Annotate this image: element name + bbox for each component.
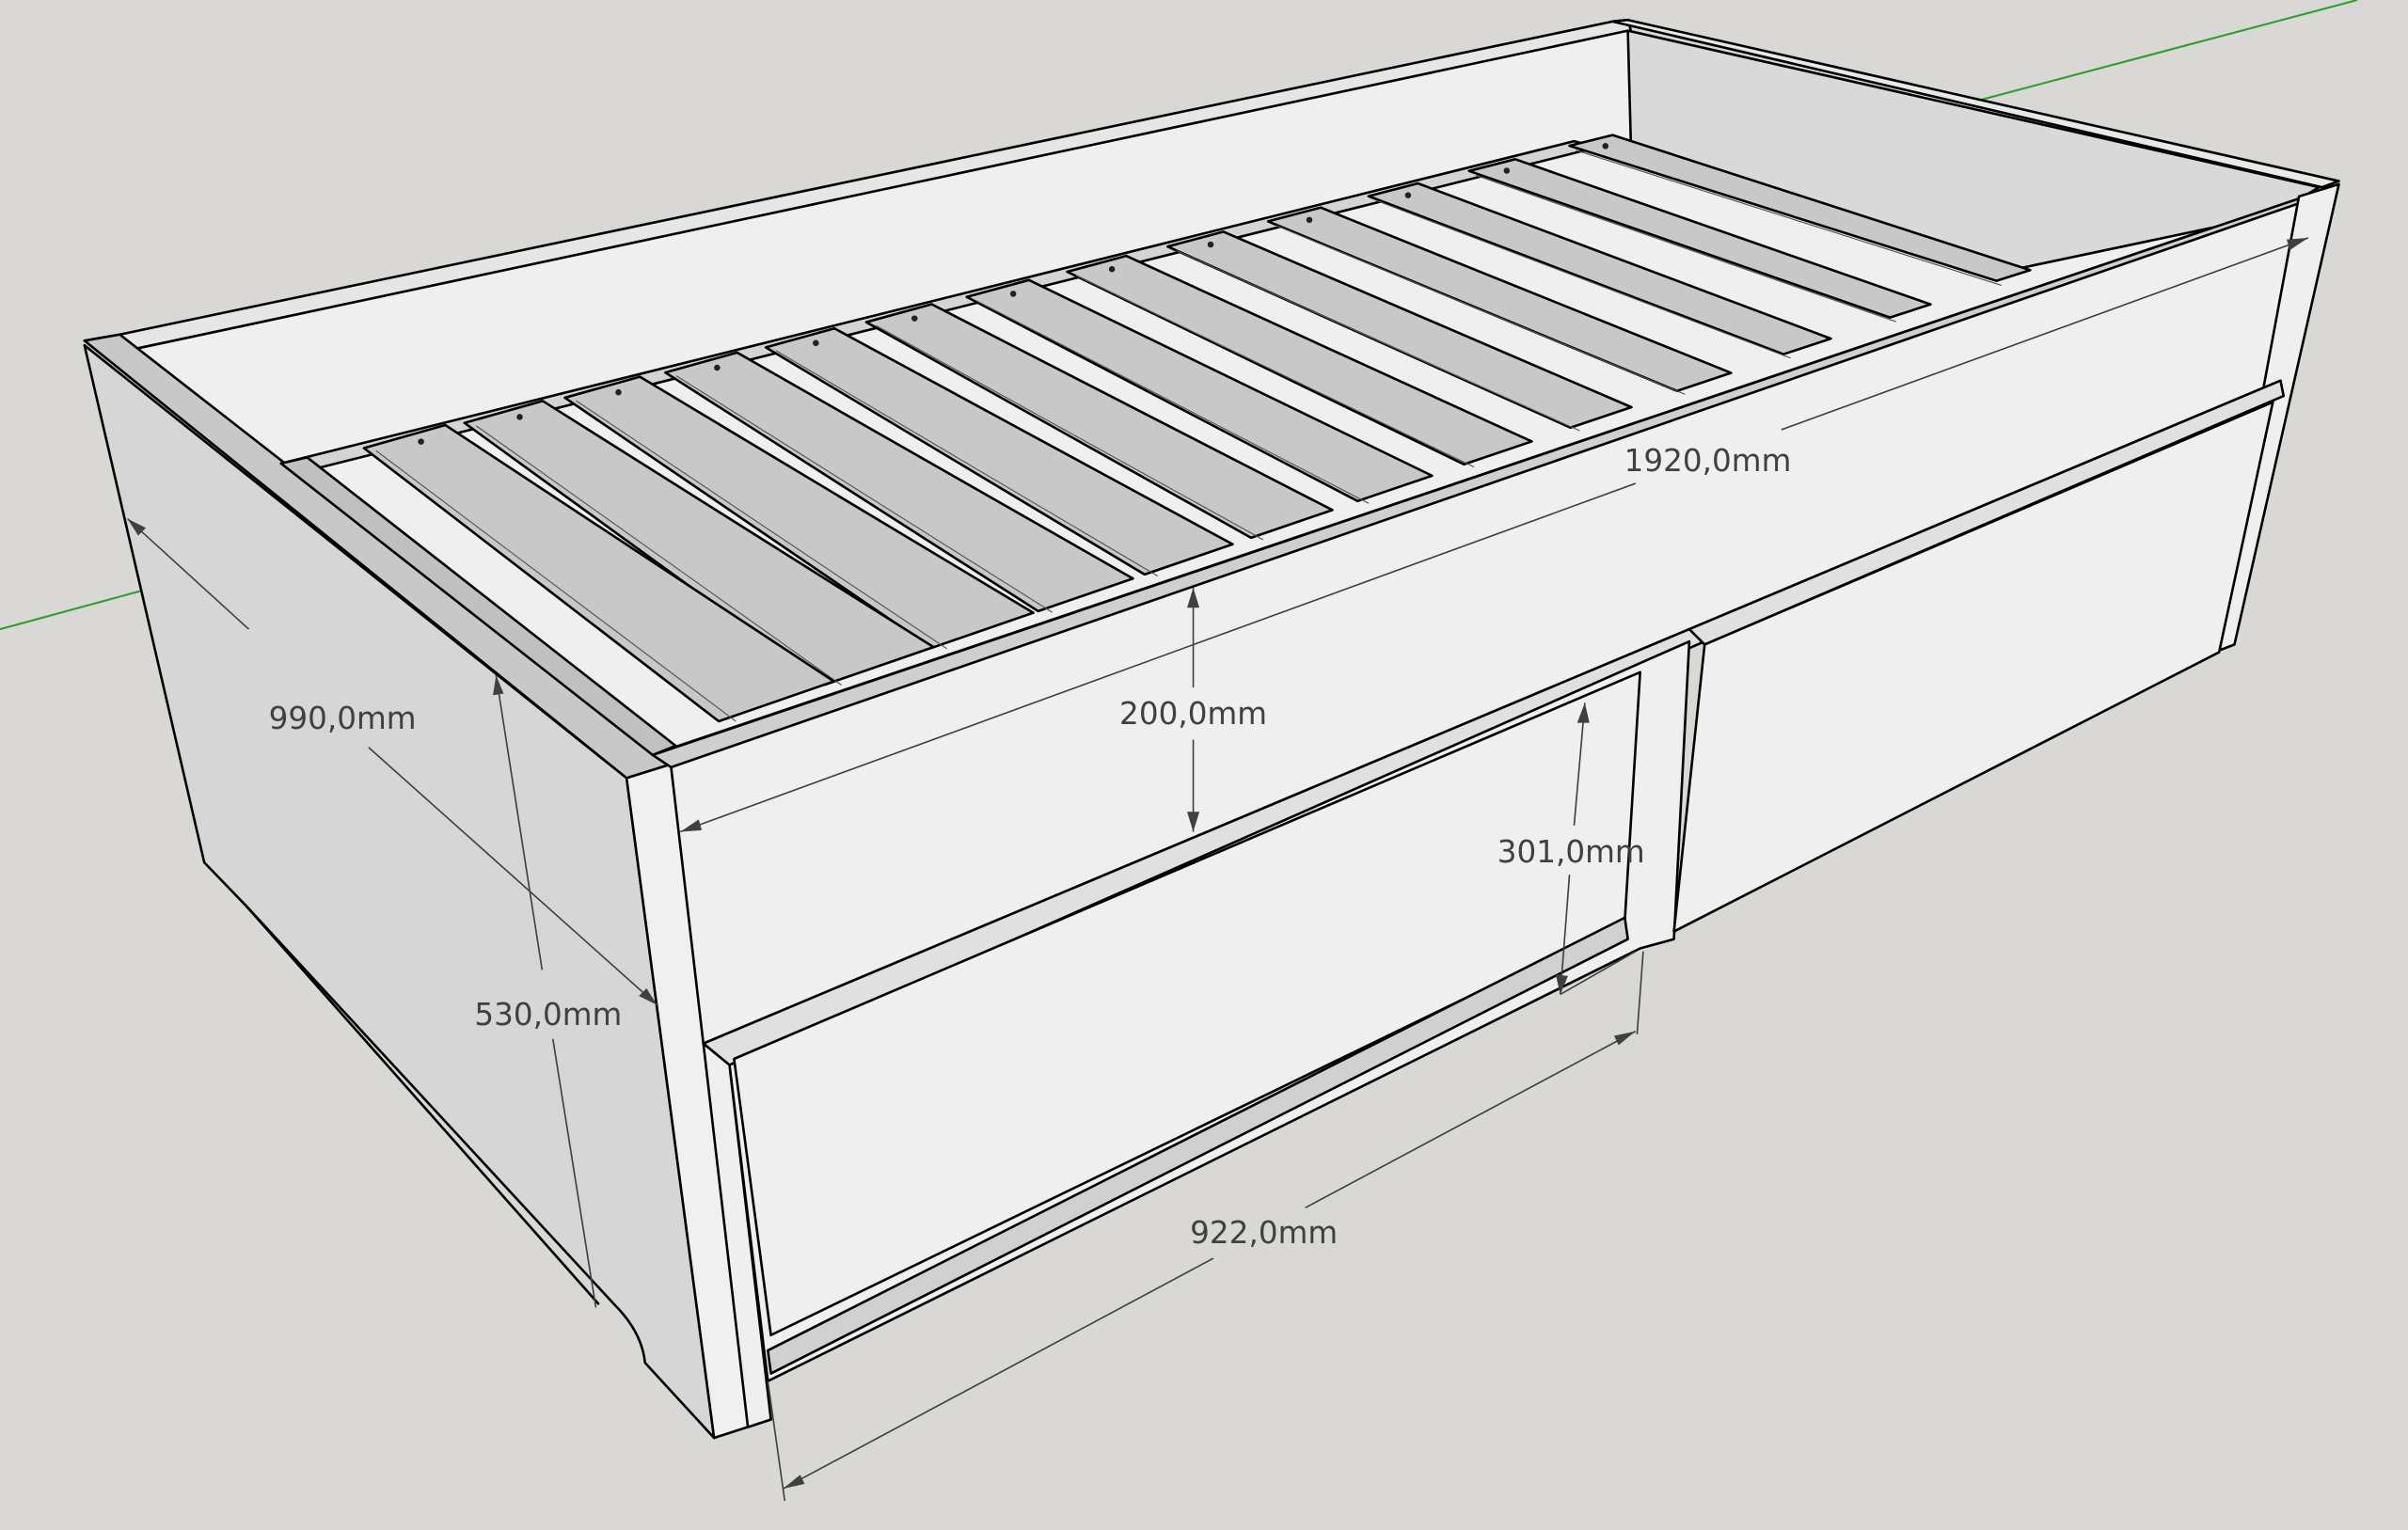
dimension-drawer-height[interactable]: 301,0mm [1497, 702, 1645, 996]
footboard-inner-face [1626, 29, 2321, 275]
green-axis-right [1980, 0, 2358, 102]
slat-screw-hole [714, 364, 721, 371]
dimension-width[interactable]: 990,0mm [126, 517, 658, 1006]
bed-slat [1166, 230, 1633, 430]
slat-edge-line [1375, 199, 1791, 359]
left-end-panel [83, 343, 716, 1440]
arrow-icon [1555, 974, 1568, 995]
bed-slat [563, 375, 1035, 650]
slat-screw-hole [1404, 192, 1412, 198]
bed-slat [1467, 158, 1932, 319]
slat-edge-line [775, 350, 1159, 577]
slat-edge-line [1275, 225, 1686, 395]
arrow-icon [493, 675, 504, 696]
slat-screw-hole [1503, 167, 1511, 174]
dimension-length[interactable]: 1920,0mm [679, 237, 2309, 833]
arrow-icon [783, 1475, 805, 1489]
slat-edge-line [876, 324, 1264, 541]
arrow-icon [127, 518, 147, 536]
slat-screw-hole [1306, 216, 1313, 224]
slat-edge-line [1475, 174, 1896, 323]
slat-screw-hole [813, 339, 819, 347]
slat-screw-hole [1207, 241, 1214, 248]
slat-edge-line [475, 425, 842, 686]
slat-edge-line [1075, 275, 1475, 468]
slat-screw-hole [1108, 265, 1116, 273]
dimension-drawer-width[interactable]: 922,0mm [767, 951, 1644, 1502]
bed-slat [764, 326, 1234, 576]
slat-screw-hole [1602, 143, 1609, 150]
slat-screw-hole [911, 315, 918, 322]
dimension-label-length: 1920,0mm [1624, 443, 1792, 479]
drawer-2-top-edge [1687, 379, 2286, 646]
dimension-label-width: 990,0mm [269, 701, 417, 736]
arrow-icon [639, 987, 657, 1005]
arrow-icon [1187, 588, 1200, 608]
arrow-icon [2287, 237, 2308, 250]
slat-edge-line [1576, 150, 2003, 286]
slat-edge-line [576, 400, 947, 650]
bed-slat [965, 278, 1434, 503]
drawer-1-bottom [767, 916, 1629, 1375]
dimension-rail-height[interactable]: 200,0mm [1119, 588, 1267, 832]
slat-edge-line [975, 300, 1370, 504]
slat-edge-line [375, 450, 737, 722]
left-inner-rail [279, 455, 677, 757]
bed-slat [664, 351, 1134, 613]
arrow-icon [1613, 1031, 1636, 1046]
bed-slat [1066, 254, 1533, 466]
slats-group [362, 134, 2032, 723]
slat-screw-hole [418, 438, 424, 445]
green-axis-left [0, 590, 142, 631]
footboard-top [1610, 18, 2340, 189]
dimension-label-drawer-width: 922,0mm [1190, 1215, 1338, 1251]
drawer-2-front [1672, 401, 2274, 933]
slat-edge-line [675, 375, 1054, 613]
slat-edge-line [1176, 249, 1580, 432]
slat-screw-hole [516, 414, 523, 420]
dimension-label-drawer-height: 301,0mm [1497, 834, 1645, 870]
drawer-1-left-edge [702, 1042, 772, 1428]
slat-screw-hole [615, 388, 622, 396]
bed-slat [1568, 134, 2032, 282]
arrow-icon [1187, 812, 1200, 832]
arrow-icon [680, 819, 703, 832]
left-panel-groove [245, 904, 600, 1305]
bed-slat [864, 303, 1334, 540]
slat-screw-hole [1009, 291, 1017, 297]
bed-slat [362, 423, 835, 723]
dimension-label-rail-height: 200,0mm [1119, 696, 1267, 732]
dimension-height[interactable]: 530,0mm [474, 674, 622, 1308]
arrow-icon [1576, 702, 1590, 723]
dimension-label-height: 530,0mm [474, 997, 622, 1033]
bed-slat [1367, 181, 1832, 356]
